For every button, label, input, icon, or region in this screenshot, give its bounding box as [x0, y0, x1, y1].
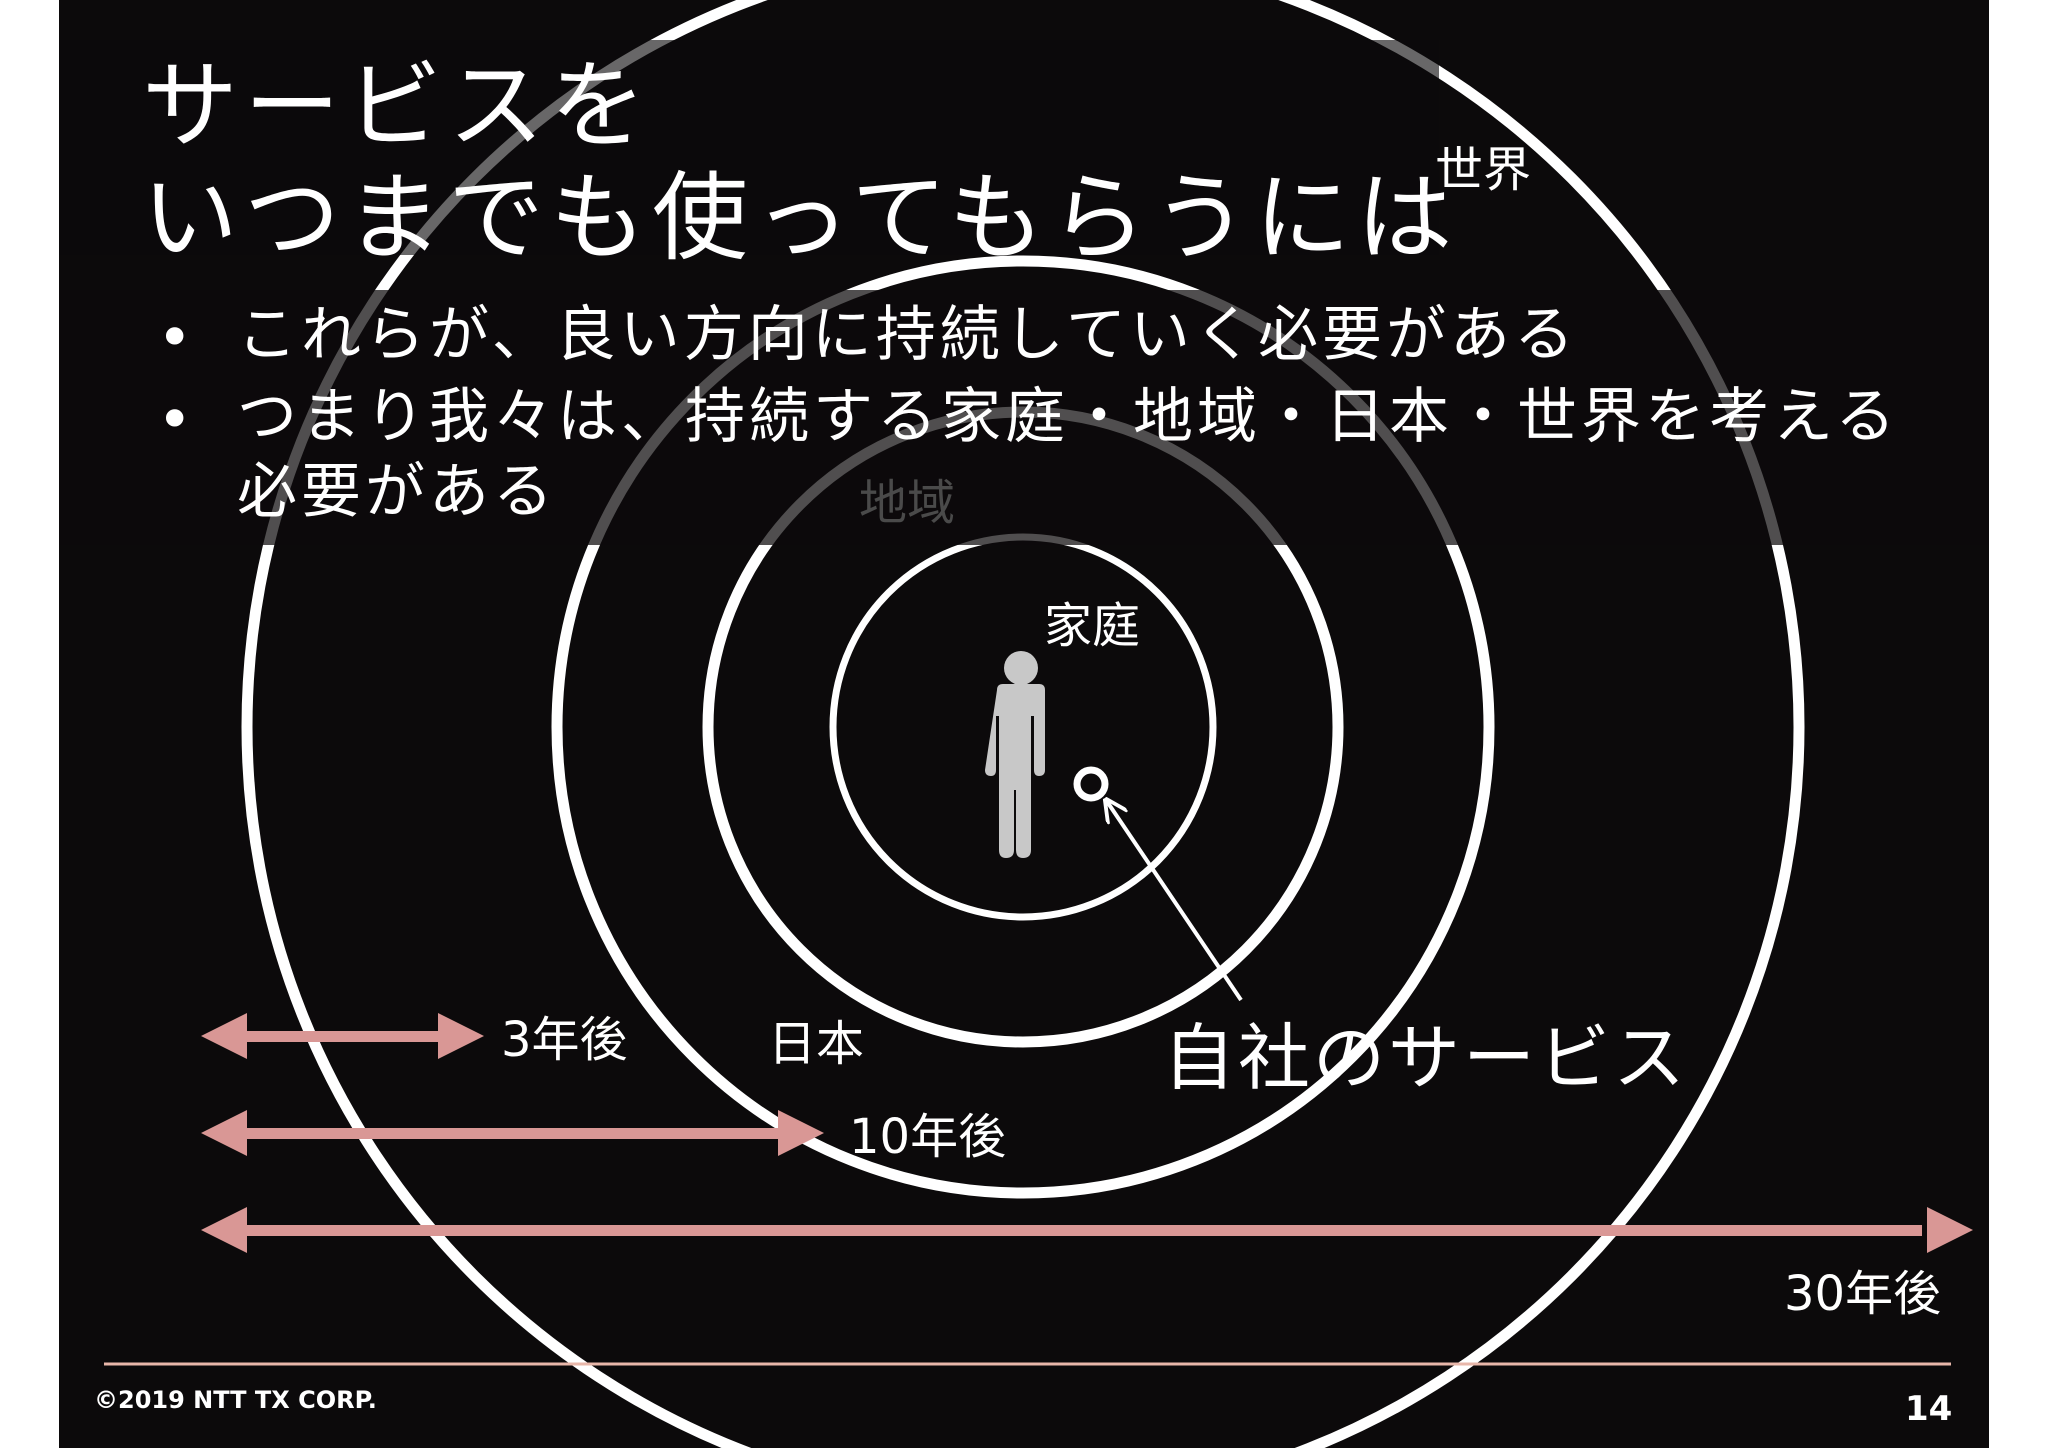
bullet-2-text-line1: つまり我々は、持続する家庭・地域・日本・世界を考える	[237, 382, 1900, 452]
japan-ring	[551, 255, 1495, 1199]
bullet-1-text: これらが、良い方向に持続していく必要がある	[237, 300, 1578, 370]
service-label: 自社のサービス	[1163, 1016, 1689, 1100]
slide: サービスを いつまでも使ってもらうには • これらが、良い方向に持続していく必要…	[59, 0, 1989, 1448]
page-number: 14	[1905, 1389, 1953, 1429]
slide-title-line2: いつまでも使ってもらうには	[142, 162, 1459, 274]
text-overlay-band	[59, 290, 1989, 545]
service-circle-icon	[1073, 766, 1109, 802]
slide-title-line1: サービスを	[142, 50, 652, 162]
timeline-label-10-years: 10年後	[849, 1109, 1007, 1165]
arrow-30-years	[201, 1207, 1973, 1253]
bullet-2-text-line2: 必要がある	[237, 457, 557, 527]
ring-label-region: 地域	[859, 475, 956, 531]
ring-label-family: 家庭	[1044, 598, 1141, 654]
person-icon	[985, 651, 1045, 858]
ring-label-world: 世界	[1435, 142, 1532, 198]
concentric-circles-diagram	[59, 0, 1989, 1448]
footer-copyright: ©2019 NTT TX CORP.	[94, 1386, 377, 1414]
ring-label-japan: 日本	[768, 1016, 865, 1072]
arrow-3-years	[201, 1013, 484, 1059]
timeline-label-30-years: 30年後	[1784, 1266, 1942, 1322]
bullet-2-symbol: •	[157, 385, 197, 455]
world-ring	[241, 0, 1805, 1448]
timeline-label-3-years: 3年後	[501, 1012, 628, 1068]
service-pointer-arrow	[1106, 800, 1243, 1002]
title-overlay-band	[59, 40, 1439, 255]
arrow-10-years	[201, 1110, 824, 1156]
bullet-1-symbol: •	[157, 303, 197, 373]
